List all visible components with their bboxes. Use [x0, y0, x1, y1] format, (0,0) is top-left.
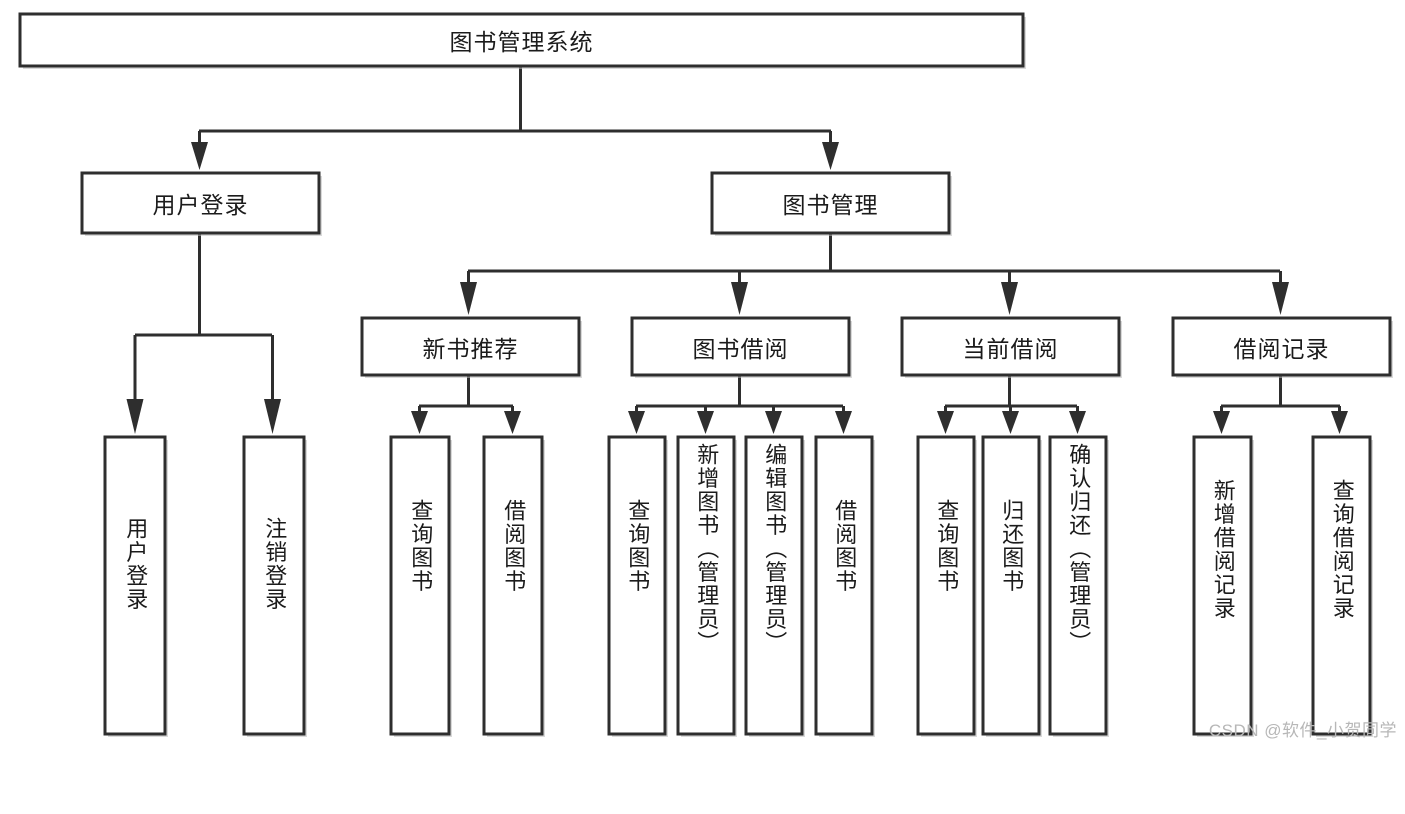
flowchart-svg: [18, 12, 1393, 737]
leaf-box-user-logout[interactable]: [242, 435, 306, 736]
node-current-box[interactable]: [900, 316, 1121, 377]
leaf-box-current-confirm[interactable]: [1048, 435, 1108, 736]
arrow-current-to-leaf3: [1069, 411, 1086, 434]
connector-layer: [126, 66, 1348, 434]
arrow-record-to-leaf1: [1213, 411, 1230, 434]
arrow-root-to-book-mgmt: [822, 142, 839, 170]
arrow-record-to-leaf2: [1331, 411, 1348, 434]
leaf-box-recommend-query[interactable]: [389, 435, 451, 736]
box-layer: [18, 12, 1392, 736]
leaf-box-record-add[interactable]: [1192, 435, 1253, 736]
arrow-book-mgmt-to-record: [1272, 282, 1289, 315]
diagram-canvas: 图书管理系统 用户登录 图书管理 新书推荐 图书借阅 当前借阅 借阅记录 用户登…: [18, 12, 1397, 740]
arrow-borrow-to-leaf4: [835, 411, 852, 434]
node-user-login-box[interactable]: [80, 171, 321, 235]
node-root-box[interactable]: [18, 12, 1025, 68]
arrow-user-login-to-leaf1: [126, 399, 144, 434]
leaf-box-borrow-query[interactable]: [607, 435, 667, 736]
leaf-box-recommend-borrow[interactable]: [482, 435, 544, 736]
csdn-watermark: CSDN @软件_小贺同学: [1208, 721, 1397, 740]
leaf-box-user-login[interactable]: [103, 435, 167, 736]
arrow-book-mgmt-to-current: [1001, 282, 1018, 315]
leaf-box-borrow-add[interactable]: [676, 435, 736, 736]
node-recommend-box[interactable]: [360, 316, 581, 377]
leaf-box-borrow-lend[interactable]: [814, 435, 874, 736]
node-borrow-box[interactable]: [630, 316, 851, 377]
node-book-mgmt-box[interactable]: [710, 171, 951, 235]
leaf-box-current-return[interactable]: [981, 435, 1041, 736]
arrow-recommend-to-leaf1: [411, 411, 428, 434]
arrow-recommend-to-leaf2: [504, 411, 521, 434]
arrow-borrow-to-leaf2: [697, 411, 714, 434]
arrow-root-to-user-login: [191, 142, 208, 170]
leaf-box-current-query[interactable]: [916, 435, 976, 736]
arrow-book-mgmt-to-recommend: [460, 282, 477, 315]
node-record-box[interactable]: [1171, 316, 1392, 377]
arrow-user-login-to-leaf2: [264, 399, 281, 434]
arrow-book-mgmt-to-borrow: [731, 282, 748, 315]
arrow-borrow-to-leaf3: [765, 411, 782, 434]
arrow-current-to-leaf2: [1002, 411, 1019, 434]
leaf-box-record-query[interactable]: [1311, 435, 1372, 736]
arrow-borrow-to-leaf1: [628, 411, 645, 434]
leaf-box-borrow-edit[interactable]: [744, 435, 804, 736]
arrow-current-to-leaf1: [937, 411, 954, 434]
